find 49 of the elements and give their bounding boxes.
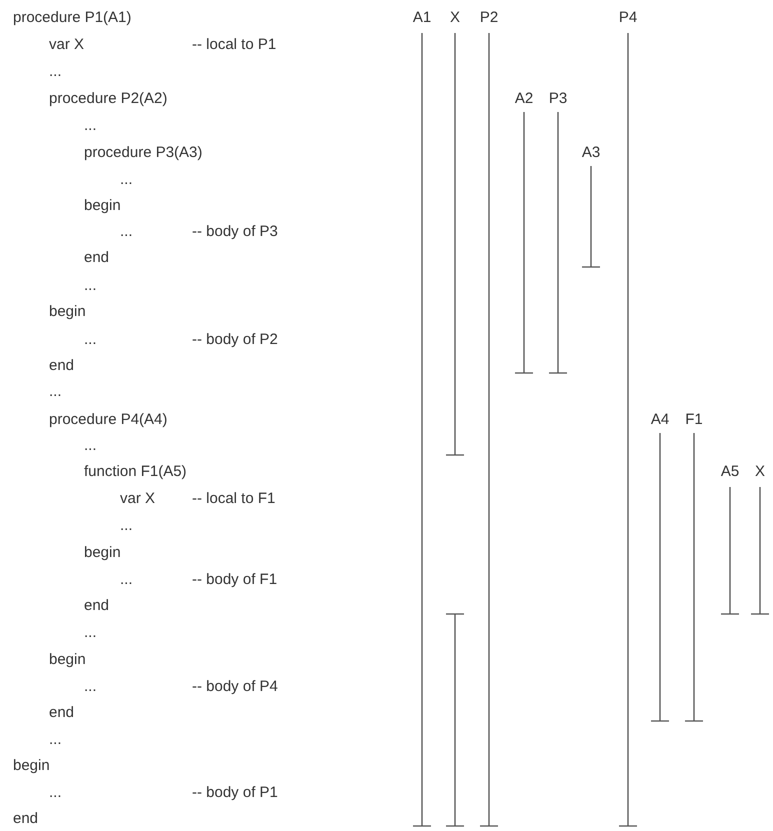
code-comment: -- body of P2	[192, 331, 278, 349]
code-line: ...	[49, 383, 62, 401]
code-line: procedure P3(A3)	[84, 144, 202, 162]
scope-label: A1	[412, 9, 432, 27]
code-line: function F1(A5)	[84, 463, 187, 481]
code-line: var X	[49, 36, 84, 54]
code-comment: -- body of P1	[192, 784, 278, 802]
code-line: begin	[49, 303, 86, 321]
scope-label: A5	[720, 463, 740, 481]
scope-label: A3	[582, 144, 600, 162]
code-line: begin	[84, 197, 121, 215]
code-comment: -- body of F1	[192, 571, 278, 589]
code-line: begin	[84, 544, 121, 562]
code-line: ...	[49, 63, 62, 81]
code-line: ...	[84, 331, 97, 349]
code-line: end	[49, 357, 74, 375]
code-comment: -- body of P3	[192, 223, 278, 241]
code-line: ...	[120, 571, 133, 589]
code-line: ...	[84, 624, 97, 642]
code-comment: -- body of P4	[192, 678, 278, 696]
code-line: ...	[120, 171, 133, 189]
scope-label: P3	[548, 90, 568, 108]
code-line: ...	[120, 223, 133, 241]
code-line: ...	[84, 437, 97, 455]
code-line: end	[13, 810, 38, 828]
code-line: begin	[49, 651, 86, 669]
scope-label: A4	[650, 411, 670, 429]
code-line: procedure P1(A1)	[13, 9, 132, 27]
code-line: var X	[120, 490, 156, 508]
scope-label: P2	[480, 9, 498, 27]
code-line: ...	[84, 678, 97, 696]
code-line: ...	[49, 784, 62, 802]
code-line: ...	[84, 277, 97, 295]
code-line: ...	[120, 517, 133, 535]
scope-label: F1	[685, 411, 703, 429]
code-line: procedure P4(A4)	[49, 411, 168, 429]
code-line: ...	[84, 117, 97, 135]
code-line: begin	[13, 757, 50, 775]
code-line: end	[84, 597, 110, 615]
code-line: end	[84, 249, 110, 267]
code-line: ...	[49, 731, 62, 749]
scope-label: P4	[618, 9, 638, 27]
scope-label: X	[450, 9, 460, 27]
code-comment: -- local to F1	[192, 490, 276, 508]
code-line: procedure P2(A2)	[49, 90, 168, 108]
scope-label: A2	[514, 90, 534, 108]
code-line: end	[49, 704, 74, 722]
scope-label: X	[755, 463, 765, 481]
code-comment: -- local to P1	[192, 36, 276, 54]
